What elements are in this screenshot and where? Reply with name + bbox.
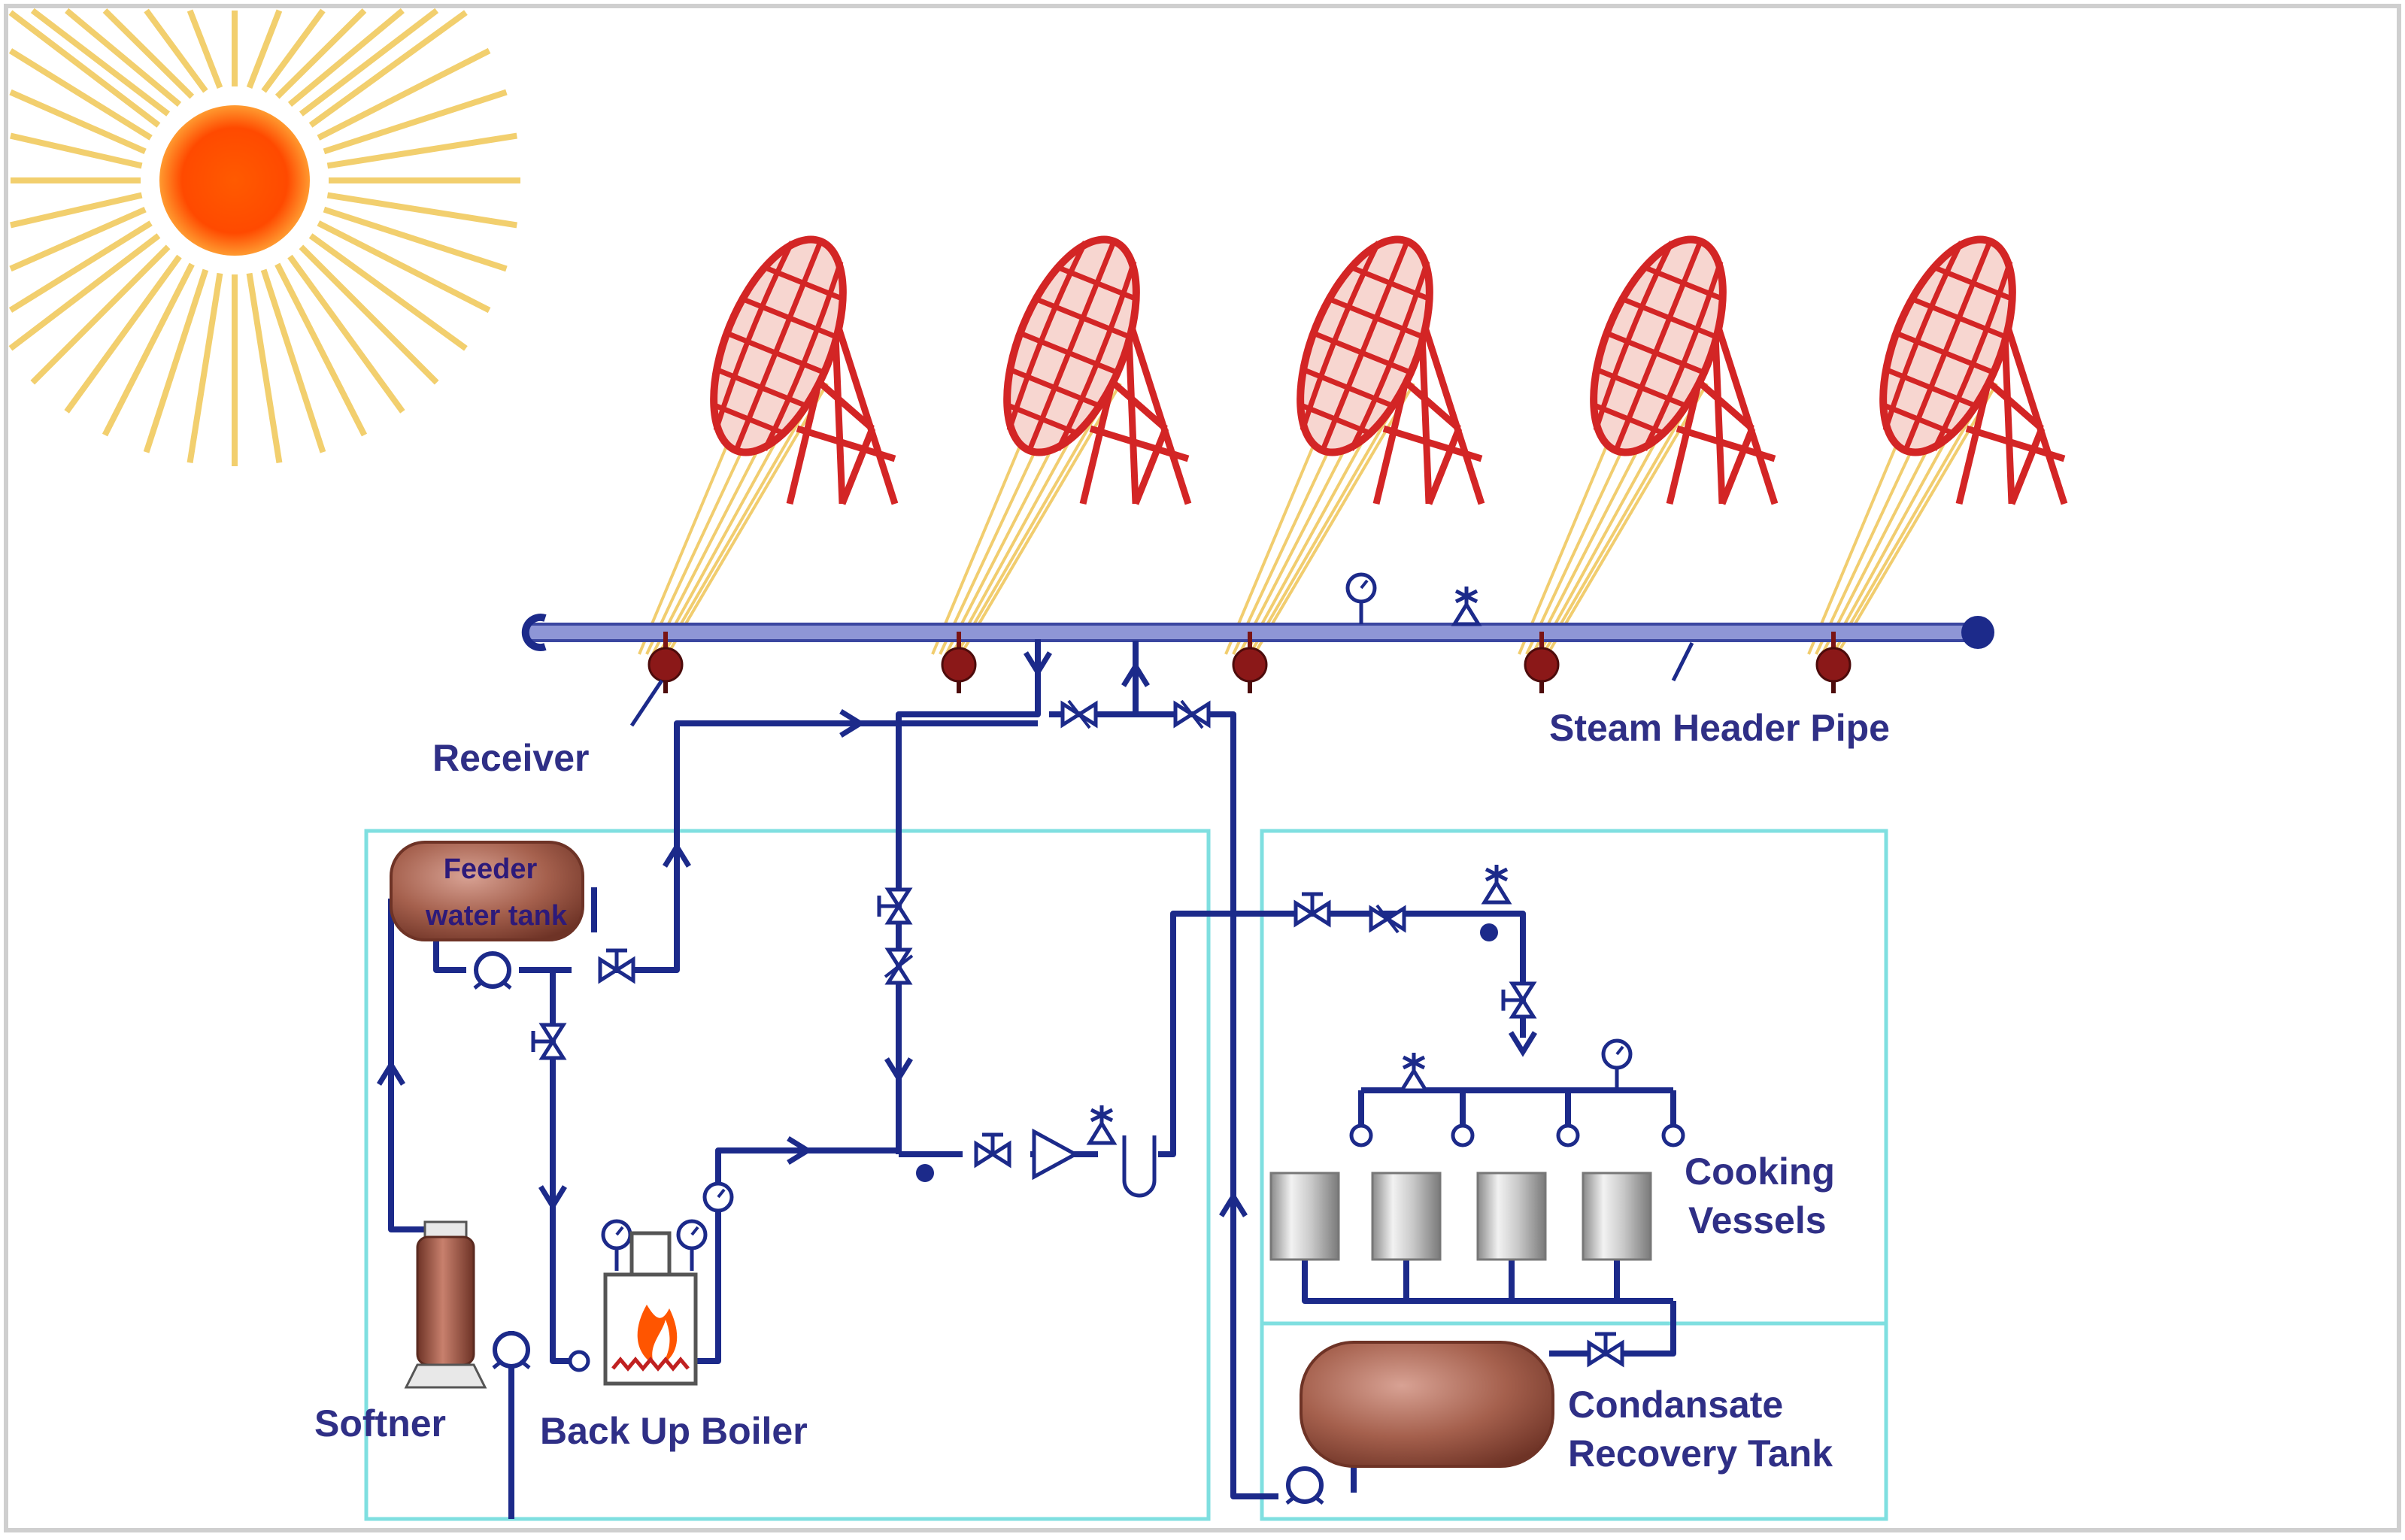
valve-icon [1503,984,1533,1017]
feeder-tank-label-line2: water tank [425,900,568,932]
softener-tank [404,1220,487,1389]
flame-icon [637,1305,678,1365]
cooking-vessels-label-line2: Vessels [1688,1199,1827,1241]
cooking-vessel [1582,1172,1652,1261]
feeder-water-tank: Feeder water tank [390,841,584,941]
steam-header-pipe-label: Steam Header Pipe [1549,707,1890,749]
pump-icon [475,953,511,988]
pressure-gauge-icon [1603,1041,1630,1090]
feeder-tank-label-line1: Feeder [444,853,538,885]
valve-icon [879,890,909,923]
valve-icon [1175,701,1209,728]
valve-icon [1296,894,1329,924]
valve-icon [1589,1334,1622,1364]
cooking-vessel [1371,1172,1442,1261]
backup-boiler-label: Back Up Boiler [540,1410,808,1452]
parabolic-dish-icon [1519,222,1775,654]
condensate-recovery-tank [1300,1341,1554,1468]
pump-icon [1287,1469,1323,1503]
valve-icon [1371,905,1404,932]
valve-icon [1063,701,1096,728]
cooking-vessels-label-line1: Cooking [1685,1150,1835,1193]
backup-boiler [603,1231,698,1386]
cooking-vessel [1269,1172,1340,1261]
pressure-gauge-icon [678,1221,705,1271]
valve-icon [885,950,912,983]
softner-label: Softner [314,1402,446,1445]
pressure-gauge-icon [705,1184,732,1233]
pump-icon [493,1333,529,1368]
outer-frame [4,4,2401,1532]
pressure-gauge-icon [603,1221,630,1271]
safety-valve-icon [1402,1053,1426,1090]
valve-icon [976,1135,1009,1165]
steam-separator-icon [1032,1128,1157,1198]
pressure-gauge-icon [1348,574,1375,624]
cooking-vessel [1476,1172,1547,1261]
parabolic-dish-icon [933,222,1188,654]
condensate-label-line1: Condansate [1568,1384,1783,1426]
condensate-label-line2: Recovery Tank [1568,1432,1833,1475]
safety-valve-icon [1090,1105,1114,1143]
safety-valve-icon [1485,865,1509,902]
parabolic-dish-icon [639,222,895,654]
valve-icon [600,950,633,981]
sun-icon [8,8,520,466]
cooking-section-box [1260,829,1888,1521]
parabolic-dish-icon [1809,222,2064,654]
receiver-label: Receiver [432,737,590,779]
boiler-section-box [364,829,1211,1521]
valve-icon [533,1025,563,1058]
safety-valve-icon [1454,587,1478,624]
